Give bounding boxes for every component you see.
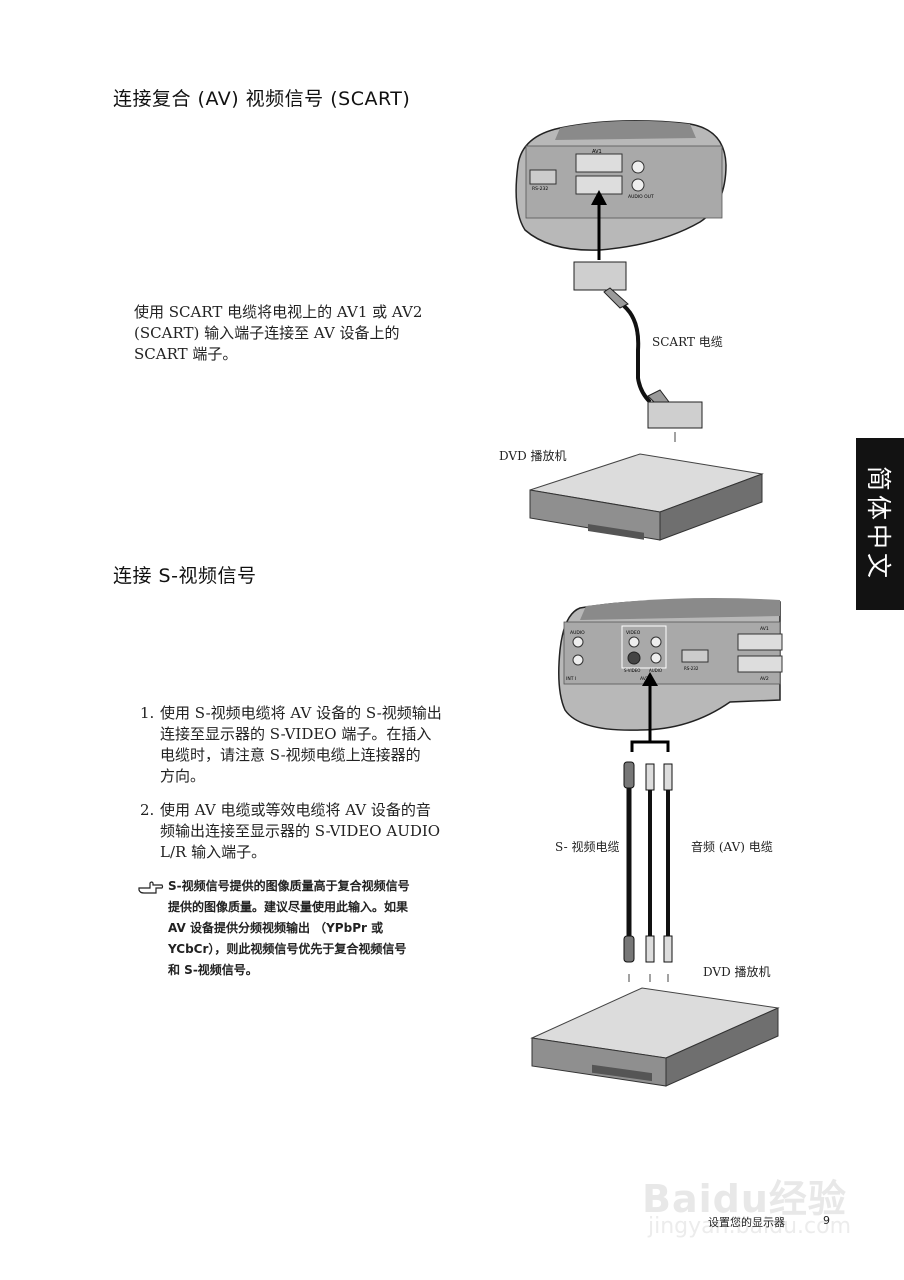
panel-label-av1: AV1	[760, 626, 769, 632]
panel-label-video: VIDEO	[626, 630, 641, 636]
plug-boot	[603, 287, 629, 309]
scart-instructions: 使用 SCART 电缆将电视上的 AV1 或 AV2 (SCART) 输入端子连…	[134, 302, 474, 365]
arrow-head	[591, 190, 607, 205]
dvd-tray	[588, 523, 644, 540]
svideo-steps: 1. 使用 S-视频电缆将 AV 设备的 S-视频输出 连接至显示器的 S-VI…	[140, 703, 485, 876]
panel-label-int: INT I	[566, 676, 576, 682]
step-number: 2.	[140, 801, 155, 819]
step-line: 使用 AV 电缆或等效电缆将 AV 设备的音	[160, 801, 431, 819]
dvd-player-label: DVD 播放机	[499, 449, 567, 463]
scart-cable	[622, 304, 652, 404]
rs232-port	[681, 649, 709, 663]
bracket	[630, 740, 670, 752]
panel-label-av2b: AV2	[760, 676, 769, 682]
language-tab: 简体中文	[856, 438, 904, 610]
audio-jack	[572, 636, 584, 648]
audio-jack	[572, 654, 584, 666]
paragraph-line: 使用 SCART 电缆将电视上的 AV1 或 AV2	[134, 303, 423, 321]
scart-plug-top	[573, 261, 627, 291]
svideo-jack	[627, 651, 641, 665]
svideo-cable-label: S- 视频电缆	[555, 840, 620, 854]
connector-plate	[563, 621, 781, 685]
watermark-logo: Baidu经验	[642, 1177, 847, 1221]
pointing-hand-icon	[138, 881, 164, 894]
svideo-cable	[623, 761, 635, 963]
note-line: 提供的图像质量。建议尽量使用此输入。如果	[168, 900, 409, 914]
audio-out-jack	[631, 178, 645, 192]
dvd-side	[659, 473, 763, 541]
panel-label-svideo: S-VIDEO	[624, 668, 640, 673]
section-heading-scart: 连接复合 (AV) 视频信号 (SCART)	[113, 88, 411, 110]
language-tab-label: 简体中文	[864, 465, 893, 583]
dvd-tray	[592, 1064, 652, 1082]
panel-label-audio2: AUDIO	[649, 668, 662, 673]
note-line: AV 设备提供分频视频输出 （YPbPr 或	[168, 921, 384, 935]
panel-label-rs232: RS-232	[532, 186, 548, 192]
dvd-player-label: DVD 播放机	[703, 965, 771, 979]
panel-label-av1: AV1	[592, 149, 602, 155]
av2-group	[621, 625, 667, 669]
step-line: 电缆时，请注意 S-视频电缆上连接器的	[160, 746, 421, 764]
panel-label-av2: AV2	[640, 676, 649, 682]
scart-port-av2	[737, 655, 783, 673]
page-number: 9	[823, 1214, 830, 1227]
scart-port-av1	[575, 153, 623, 173]
step-line: 连接至显示器的 S-VIDEO 端子。在插入	[160, 725, 432, 743]
video-jack	[628, 636, 640, 648]
scart-port-av1	[737, 633, 783, 651]
audio-jack	[650, 652, 662, 664]
audio-cable	[645, 763, 673, 963]
panel-label-rs232: RS-232	[684, 666, 699, 671]
audio-out-jack	[631, 160, 645, 174]
section-heading-svideo: 连接 S-视频信号	[113, 565, 257, 587]
scart-cable-label: SCART 电缆	[652, 335, 723, 349]
arrow-head	[642, 672, 658, 686]
list-item: 2. 使用 AV 电缆或等效电缆将 AV 设备的音 频输出连接至显示器的 S-V…	[140, 800, 485, 863]
step-line: L/R 输入端子。	[160, 843, 267, 861]
step-line: 频输出连接至显示器的 S-VIDEO AUDIO	[160, 822, 441, 840]
scart-connection-illustration: AV1 RS-232 AUDIO OUT	[515, 120, 764, 541]
dvd-side	[665, 1007, 779, 1087]
step-number: 1.	[140, 704, 155, 722]
footer-section-title: 设置您的显示器	[708, 1216, 785, 1229]
note-box: S-视频信号提供的图像质量高于复合视频信号 提供的图像质量。建议尽量使用此输入。…	[168, 876, 488, 981]
panel-vent	[555, 120, 696, 140]
note-line: S-视频信号提供的图像质量高于复合视频信号	[168, 879, 410, 893]
step-line: 方向。	[160, 767, 206, 785]
step-line: 使用 S-视频电缆将 AV 设备的 S-视频输出	[160, 704, 442, 722]
paragraph-line: (SCART) 输入端子连接至 AV 设备上的	[134, 324, 400, 342]
connector-plate	[525, 145, 723, 219]
audio-cable-label: 音频 (AV) 电缆	[691, 840, 773, 854]
paragraph-line: SCART 端子。	[134, 345, 238, 363]
panel-label-audio-out: AUDIO OUT	[628, 194, 654, 200]
watermark-url: jingyan.baidu.com	[648, 1214, 852, 1239]
list-item: 1. 使用 S-视频电缆将 AV 设备的 S-视频输出 连接至显示器的 S-VI…	[140, 703, 485, 787]
note-line: YCbCr），则此视频信号优先于复合视频信号	[168, 942, 407, 956]
audio-jack	[650, 636, 662, 648]
panel-label-audio: AUDIO	[570, 630, 585, 636]
rs232-port	[529, 169, 557, 185]
scart-plug-bottom	[647, 401, 703, 429]
svideo-connection-illustration: AUDIO VIDEO S-VIDEO AUDIO AV2 RS-232 AV1…	[530, 598, 783, 1087]
note-line: 和 S-视频信号。	[168, 963, 258, 977]
panel-vent	[580, 598, 780, 620]
